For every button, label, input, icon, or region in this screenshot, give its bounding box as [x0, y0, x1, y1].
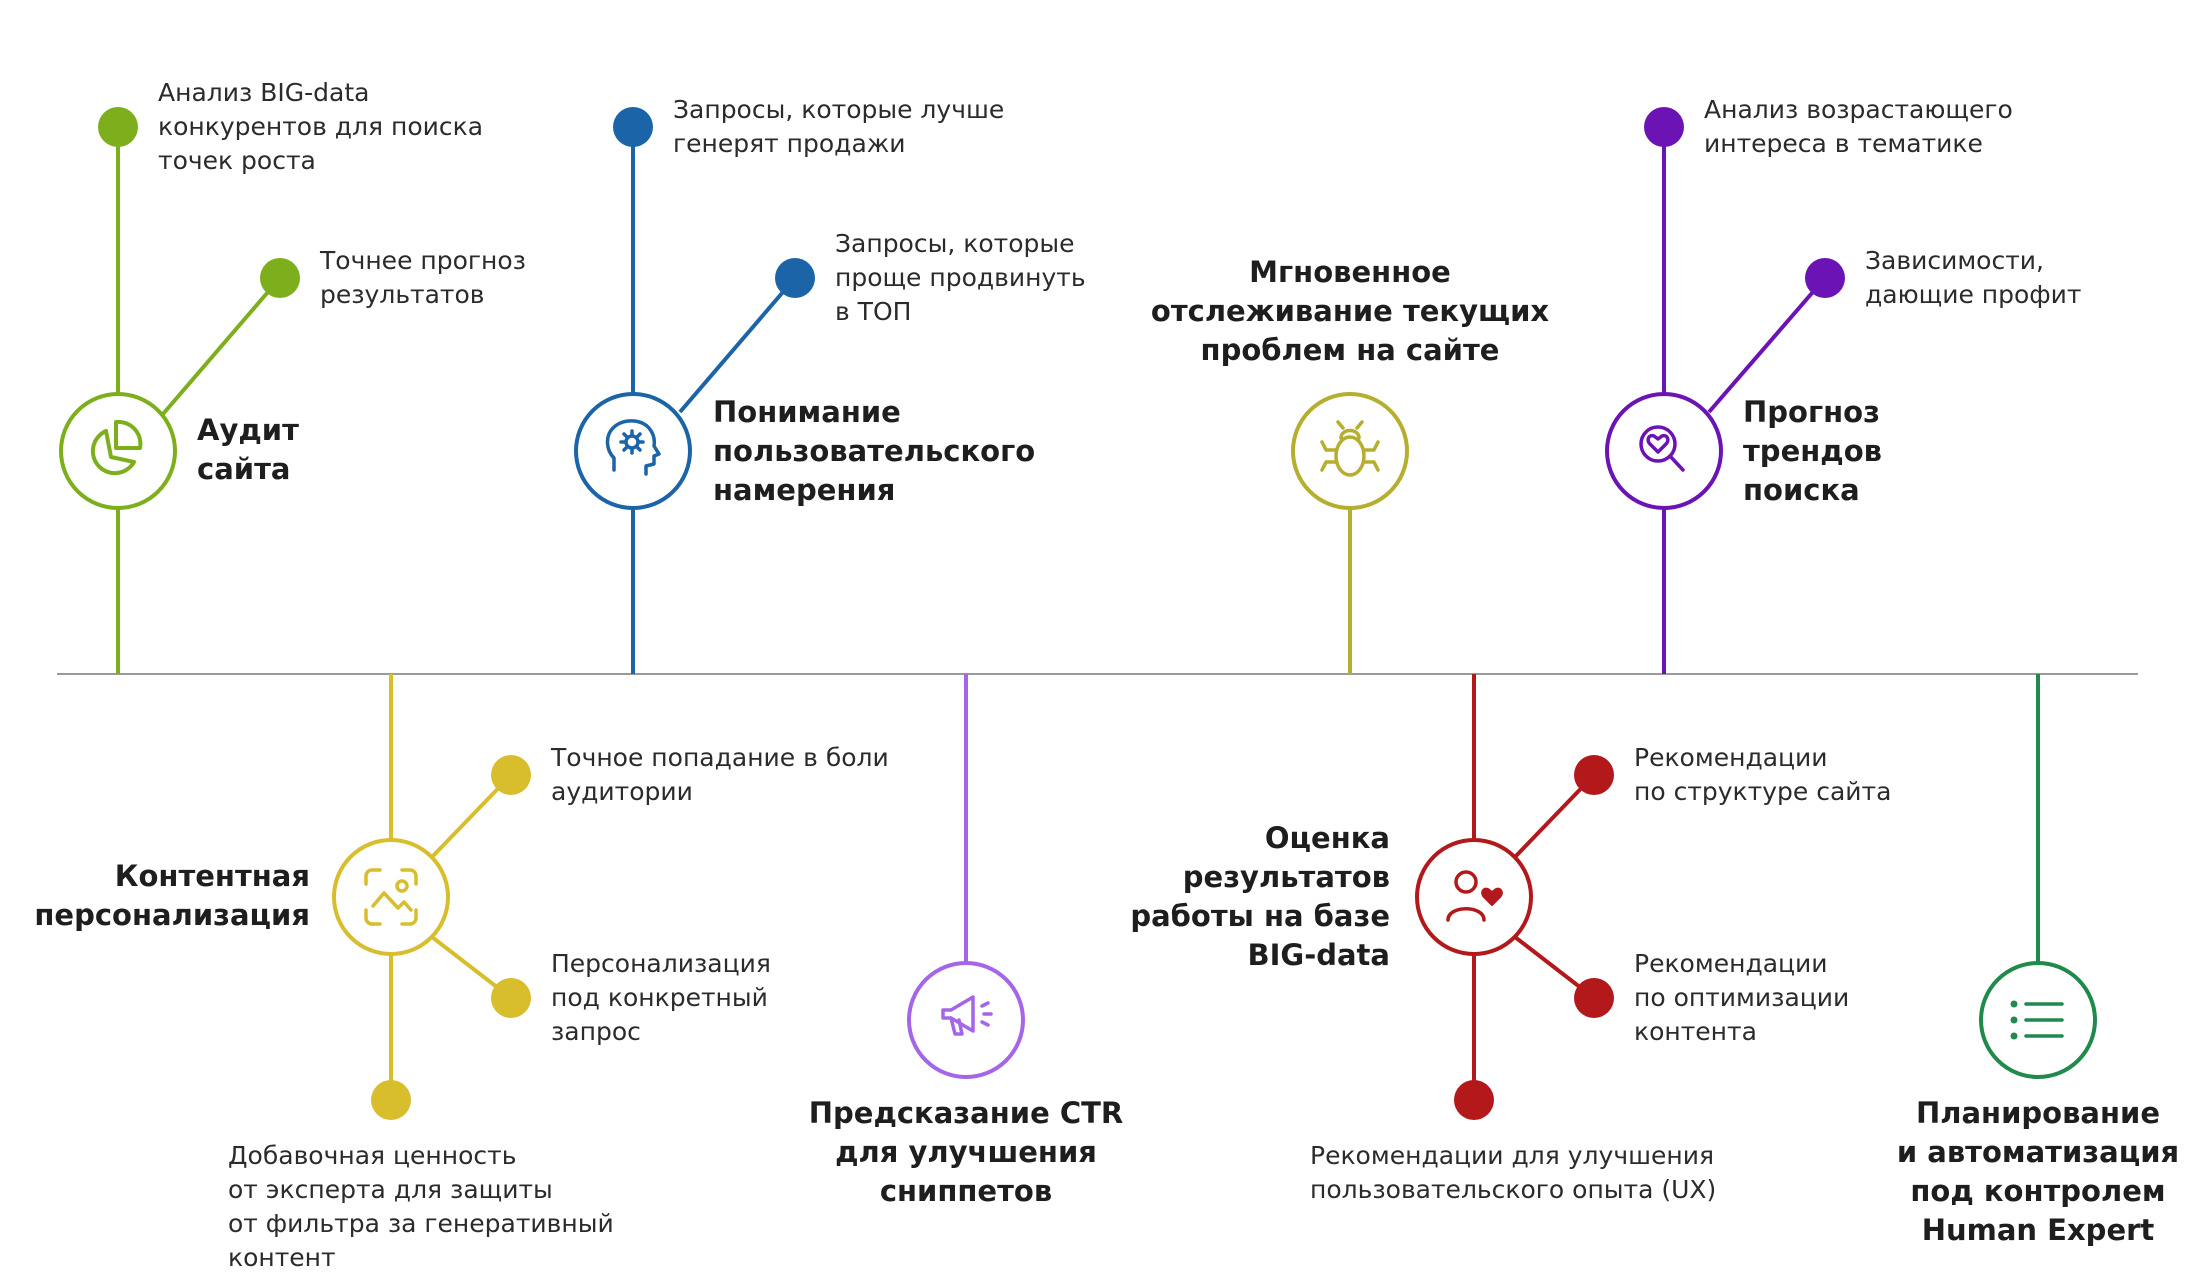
evaluation-point-dot-3 — [1454, 1080, 1494, 1120]
evaluation-point-dot-1 — [1574, 755, 1614, 795]
evaluation-node-circle — [1415, 838, 1533, 956]
personalization-point-3: Добавочная ценность от эксперта для защи… — [228, 1141, 614, 1272]
search-heart-icon — [1639, 425, 1685, 472]
intent-point-dot-1 — [613, 107, 653, 147]
audit-branch — [116, 127, 282, 674]
trends-title: Прогноз трендов поиска — [1743, 395, 1882, 507]
intent-point-1: Запросы, которые лучше генерят продажи — [673, 95, 1005, 158]
ctr-node-circle — [907, 961, 1025, 1079]
audit-title: Аудит сайта — [197, 413, 299, 486]
image-scan-icon — [364, 868, 418, 926]
evaluation-title: Оценка результатов работы на базе BIG-da… — [1130, 821, 1390, 972]
personalization-point-dot-2 — [491, 978, 531, 1018]
evaluation-point-3: Рекомендации для улучшения пользовательс… — [1310, 1141, 1717, 1204]
list-icon — [2010, 1000, 2064, 1040]
pie-chart-icon — [90, 419, 143, 476]
intent-point-dot-2 — [775, 258, 815, 298]
user-heart-icon — [1446, 870, 1503, 922]
audit-node-circle — [59, 392, 177, 510]
megaphone-icon — [941, 995, 993, 1036]
personalization-node-circle — [332, 838, 450, 956]
ctr-title: Предсказание CTR для улучшения сниппетов — [808, 1096, 1124, 1208]
monitoring-title: Мгновенное отслеживание текущих проблем … — [1150, 255, 1550, 367]
trends-branch — [1662, 127, 1827, 674]
personalization-point-2: Персонализация под конкретный запрос — [551, 949, 771, 1046]
trends-point-2: Зависимости, дающие профит — [1865, 246, 2082, 309]
personalization-title: Контентная персонализация — [34, 859, 310, 932]
bug-icon — [1320, 420, 1380, 477]
intent-point-2: Запросы, которые проще продвинуть в ТОП — [835, 229, 1086, 326]
audit-point-2: Точнее прогноз результатов — [320, 246, 526, 309]
intent-branch — [631, 127, 797, 674]
personalization-point-1: Точное попадание в боли аудитории — [551, 743, 889, 806]
personalization-point-dot-3 — [371, 1080, 411, 1120]
head-gear-icon — [605, 419, 661, 476]
audit-point-1: Анализ BIG-data конкурентов для поиска т… — [158, 78, 484, 175]
monitoring-node-circle — [1291, 392, 1409, 510]
trends-node-circle — [1605, 392, 1723, 510]
evaluation-point-dot-2 — [1574, 978, 1614, 1018]
audit-point-dot-1 — [98, 107, 138, 147]
audit-point-dot-2 — [260, 258, 300, 298]
intent-title: Понимание пользовательского намерения — [713, 395, 1036, 507]
personalization-point-dot-1 — [491, 755, 531, 795]
trends-point-1: Анализ возрастающего интереса в тематике — [1704, 95, 2013, 158]
planning-title: Планирование и автоматизация под контрол… — [1896, 1096, 2180, 1247]
trends-point-dot-2 — [1805, 258, 1845, 298]
evaluation-point-1: Рекомендации по структуре сайта — [1634, 743, 1892, 806]
evaluation-point-2: Рекомендации по оптимизации контента — [1634, 949, 1850, 1046]
trends-point-dot-1 — [1644, 107, 1684, 147]
